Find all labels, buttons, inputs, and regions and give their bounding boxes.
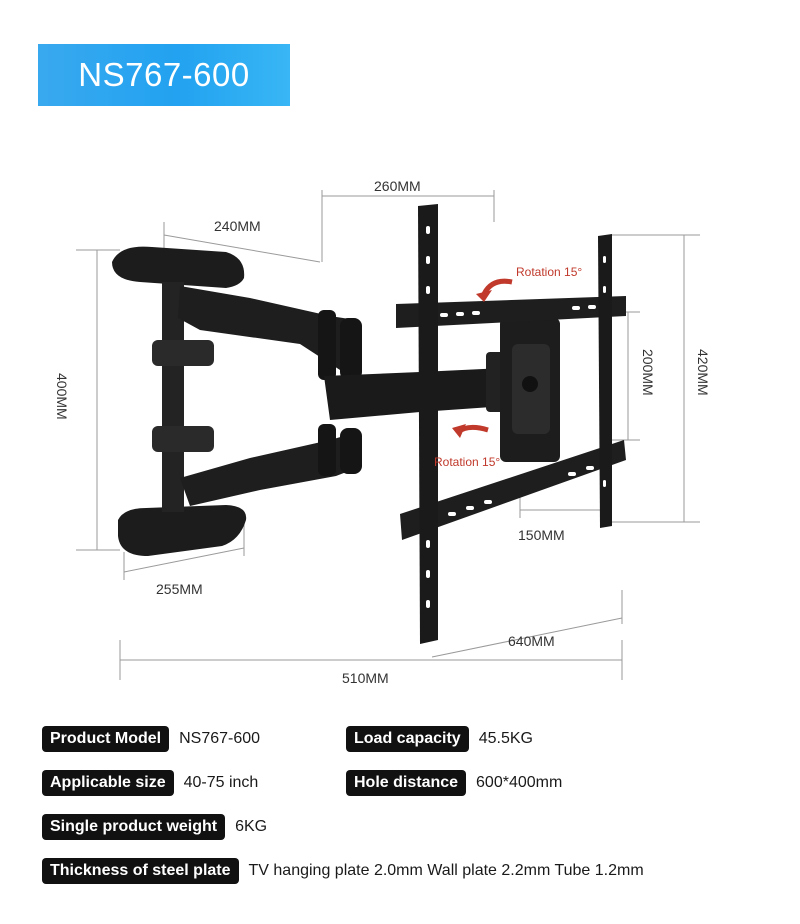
dim-400-label: 400MM xyxy=(54,373,70,420)
rotation-top-label: Rotation 15° xyxy=(516,265,582,279)
product-title: NS767-600 xyxy=(78,56,250,93)
spec-value-thickness: TV hanging plate 2.0mm Wall plate 2.2mm … xyxy=(248,862,644,879)
dim-150-label: 150MM xyxy=(518,527,565,543)
spec-value-size: 40-75 inch xyxy=(183,774,259,791)
mount-diagram: 260MM 240MM 400MM 420MM 200MM 150MM 255M… xyxy=(54,178,711,686)
dim-260-label: 260MM xyxy=(374,178,421,194)
dim-640-label: 640MM xyxy=(508,633,555,649)
spec-single-weight: Single product weight 6KG xyxy=(42,814,267,840)
horizontal-rails xyxy=(396,296,626,540)
spec-applicable-size: Applicable size 40-75 inch xyxy=(42,770,258,796)
spec-product-model: Product Model NS767-600 xyxy=(42,726,260,752)
spec-label-thickness: Thickness of steel plate xyxy=(42,858,239,884)
spec-label-size: Applicable size xyxy=(42,770,174,796)
spec-value-load: 45.5KG xyxy=(478,730,533,747)
tilt-plate xyxy=(500,318,560,462)
vertical-rails xyxy=(418,204,612,644)
title-badge: NS767-600 xyxy=(38,44,290,106)
dim-200-label: 200MM xyxy=(640,349,656,396)
spec-value-model: NS767-600 xyxy=(179,730,261,747)
rotation-bottom-label: Rotation 15° xyxy=(434,455,500,469)
spec-value-weight: 6KG xyxy=(235,818,268,835)
spec-hole-distance: Hole distance 600*400mm xyxy=(346,770,562,796)
dim-420-label: 420MM xyxy=(695,349,711,396)
dim-255-label: 255MM xyxy=(156,581,203,597)
spec-steel-thickness: Thickness of steel plate TV hanging plat… xyxy=(42,858,644,884)
spec-value-hole: 600*400mm xyxy=(476,774,563,791)
spec-label-hole: Hole distance xyxy=(346,770,467,796)
dim-510-label: 510MM xyxy=(342,670,389,686)
articulating-arms xyxy=(178,286,506,506)
wall-plate xyxy=(112,246,247,556)
dim-240-label: 240MM xyxy=(214,218,261,234)
spec-label-weight: Single product weight xyxy=(42,814,226,840)
spec-load-capacity: Load capacity 45.5KG xyxy=(346,726,533,752)
spec-label-load: Load capacity xyxy=(346,726,469,752)
spec-label-model: Product Model xyxy=(42,726,170,752)
rotation-arrows xyxy=(452,278,513,438)
